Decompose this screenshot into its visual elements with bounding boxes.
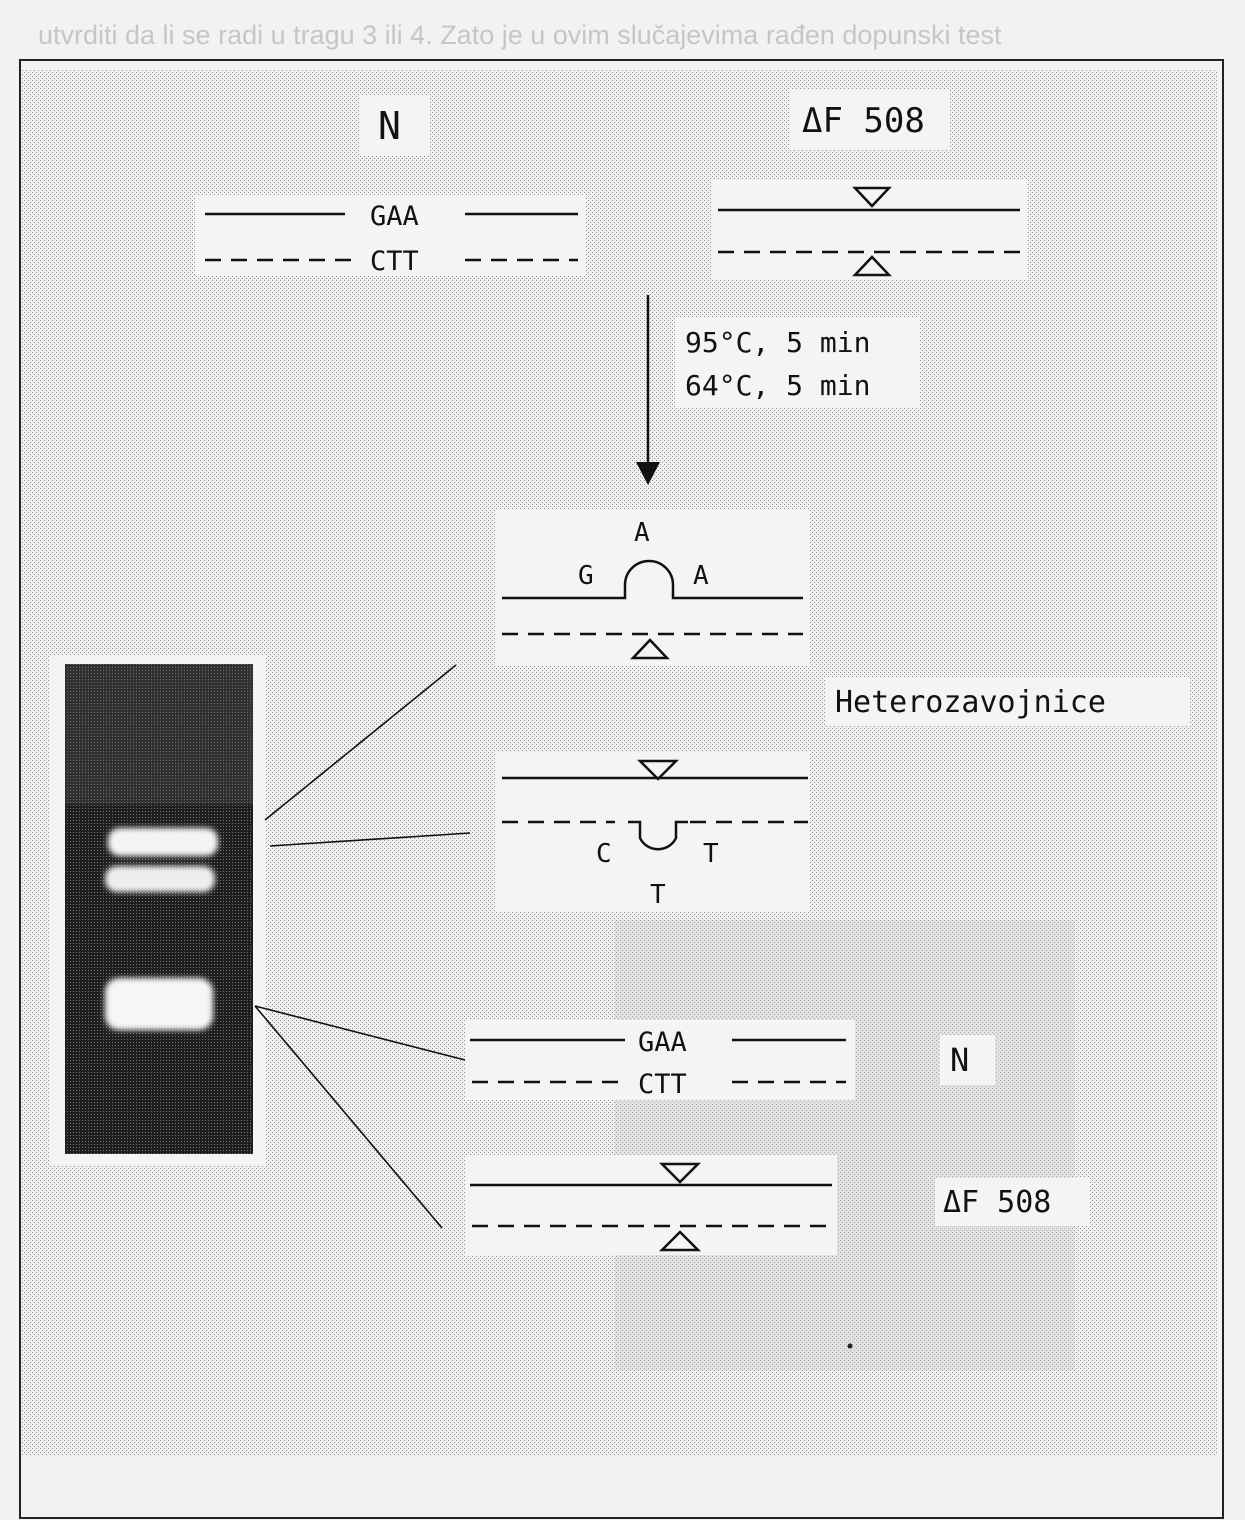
gel-band-heteroduplex-1	[108, 828, 218, 856]
gel-band-homoduplex	[105, 978, 213, 1030]
deletion-triangle-down-icon	[636, 759, 680, 781]
label-ctt-top: CTT	[370, 246, 419, 277]
figure-frame	[19, 59, 1224, 1519]
loop-base-g: G	[578, 561, 594, 591]
denature-anneal-arrow	[636, 295, 660, 485]
gel-band-heteroduplex-2	[105, 866, 215, 892]
label-gaa-bottom: GAA	[638, 1027, 687, 1058]
deletion-triangle-down-icon	[658, 1162, 702, 1184]
page-top-text: utvrditi da li se radi u tragu 3 ili 4. …	[38, 20, 1002, 50]
loop-base-t-bottom: T	[650, 880, 666, 910]
heteroduplex-upper: A G A	[495, 510, 810, 665]
mutant-homoduplex	[465, 1155, 837, 1255]
normal-homoduplex: GAA CTT	[465, 1020, 855, 1100]
deletion-triangle-up-icon	[852, 255, 892, 277]
band-connector-lines	[254, 664, 471, 1229]
loop-base-a-right: A	[693, 561, 709, 591]
loop-base-a-top: A	[634, 518, 650, 548]
label-gaa-top: GAA	[370, 201, 419, 232]
arrow-down-icon	[636, 462, 660, 485]
label-normal-bottom: N	[950, 1041, 969, 1079]
label-heteroduplex: Heterozavojnice	[835, 685, 1106, 720]
mutant-duplex-top	[712, 180, 1027, 280]
normal-duplex-top: GAA CTT	[195, 195, 585, 277]
faint-background-block	[615, 920, 1075, 1370]
label-ctt-bottom: CTT	[638, 1069, 687, 1100]
label-normal-top: N	[378, 104, 401, 148]
loop-base-t-right: T	[703, 839, 719, 869]
deletion-triangle-up-icon	[658, 1230, 702, 1252]
label-mutant-bottom: ΔF 508	[943, 1185, 1051, 1220]
heteroduplex-lower: C T T	[495, 752, 810, 912]
deletion-triangle-up-icon	[630, 638, 670, 660]
gel-lane-photo	[50, 655, 265, 1165]
deletion-triangle-down-icon	[852, 186, 892, 208]
loop-base-c: C	[596, 839, 612, 869]
condition-anneal: 64°C, 5 min	[685, 369, 870, 402]
condition-denature: 95°C, 5 min	[685, 326, 870, 359]
label-mutant-top: ΔF 508	[802, 101, 925, 141]
